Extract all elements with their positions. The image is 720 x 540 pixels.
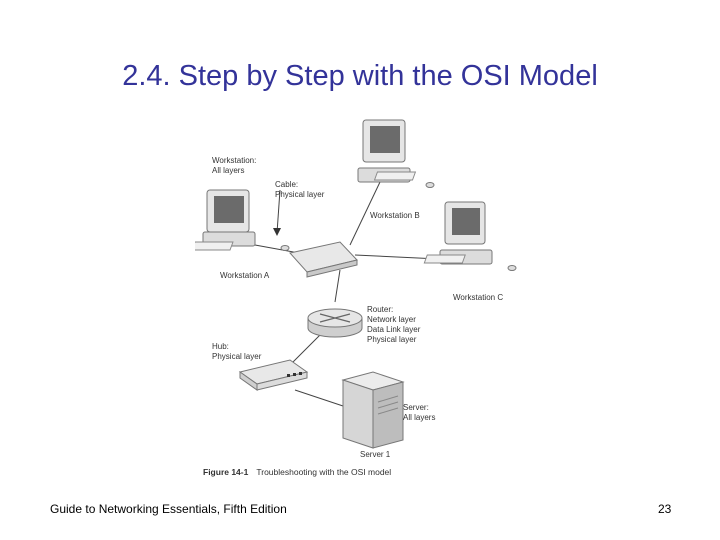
- router-label: Router: Network layer Data Link layer Ph…: [367, 305, 421, 344]
- server-label: Server: All layers: [403, 403, 436, 422]
- cable-b-switch: [349, 181, 381, 246]
- workstation-a-label: Workstation A: [220, 271, 270, 280]
- network-diagram: [195, 119, 517, 449]
- workstation-c-icon: [423, 201, 517, 271]
- cable-router-hub: [289, 334, 321, 366]
- slide-title: 2.4. Step by Step with the OSI Model: [122, 60, 598, 92]
- workstation-b-label: Workstation B: [370, 211, 420, 220]
- cable-arrow-line: [276, 189, 281, 234]
- figure-caption: Figure 14-1 Troubleshooting with the OSI …: [203, 467, 391, 477]
- workstation-c-label: Workstation C: [453, 293, 504, 302]
- footer-book-title: Guide to Networking Essentials, Fifth Ed…: [50, 502, 287, 516]
- osi-troubleshooting-figure: Workstation: All layers Cable: Physical …: [195, 110, 535, 485]
- workstation-a-icon: [195, 189, 290, 251]
- switch-icon: [289, 241, 358, 278]
- server-icon: [341, 371, 405, 449]
- cable-label: Cable: Physical layer: [275, 180, 325, 199]
- figure-number: Figure 14-1: [203, 467, 249, 477]
- hub-label: Hub: Physical layer: [212, 342, 262, 361]
- hub-icon: [238, 359, 309, 391]
- workstation-b-icon: [357, 119, 435, 188]
- cable-arrow-icon: [273, 228, 281, 236]
- server-1-label: Server 1: [360, 450, 391, 459]
- figure-caption-text: Troubleshooting with the OSI model: [256, 467, 392, 477]
- page-number: 23: [658, 502, 672, 516]
- workstation-layers-label: Workstation: All layers: [212, 156, 257, 175]
- router-icon: [307, 308, 363, 338]
- cable-switch-router: [334, 269, 341, 303]
